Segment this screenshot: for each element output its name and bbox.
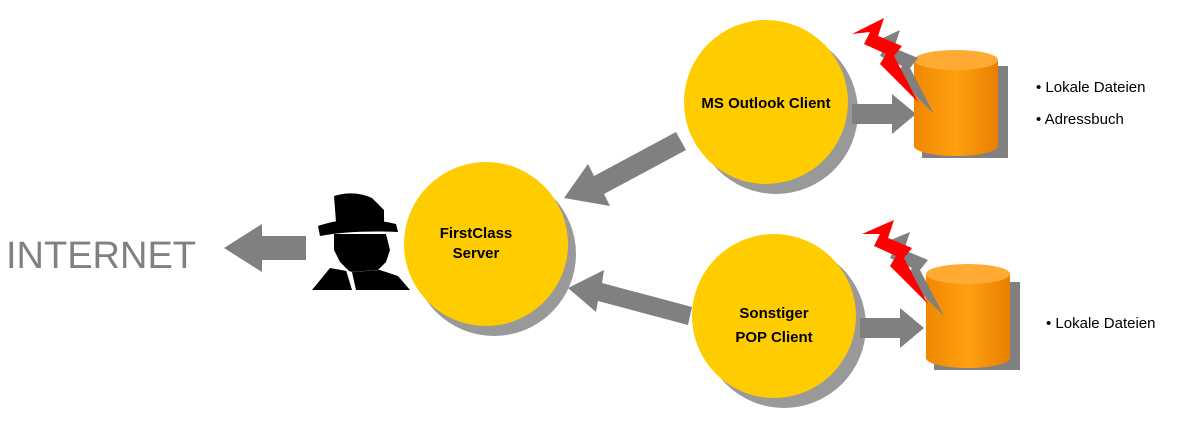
server-label-line1: FirstClass — [440, 225, 513, 242]
pop-label-line1: Sonstiger — [739, 305, 808, 322]
outlook-label: MS Outlook Client — [701, 95, 830, 112]
internet-label: INTERNET — [6, 235, 196, 277]
hacker-silhouette-icon — [312, 193, 410, 290]
arrow-pop-to-server — [568, 270, 692, 325]
pop-label-line2: POP Client — [735, 329, 812, 346]
arrow-to-internet — [224, 224, 306, 272]
database-icon — [926, 264, 1020, 370]
arrow-outlook-to-server — [564, 132, 686, 206]
arrow-pop-to-database — [860, 308, 924, 348]
pop-client-node — [692, 234, 856, 398]
outlook-item-lokale-dateien: • Lokale Dateien — [1036, 79, 1146, 96]
arrow-outlook-to-database — [852, 94, 916, 134]
database-icon — [914, 50, 1008, 158]
pop-item-lokale-dateien: • Lokale Dateien — [1046, 315, 1156, 332]
firstclass-server-node — [404, 162, 568, 326]
outlook-item-adressbuch: • Adressbuch — [1036, 111, 1124, 128]
lightning-bolt-icon — [862, 220, 944, 316]
ms-outlook-client-node — [684, 20, 848, 184]
lightning-bolt-icon — [852, 18, 934, 114]
server-label-line2: Server — [453, 245, 500, 262]
